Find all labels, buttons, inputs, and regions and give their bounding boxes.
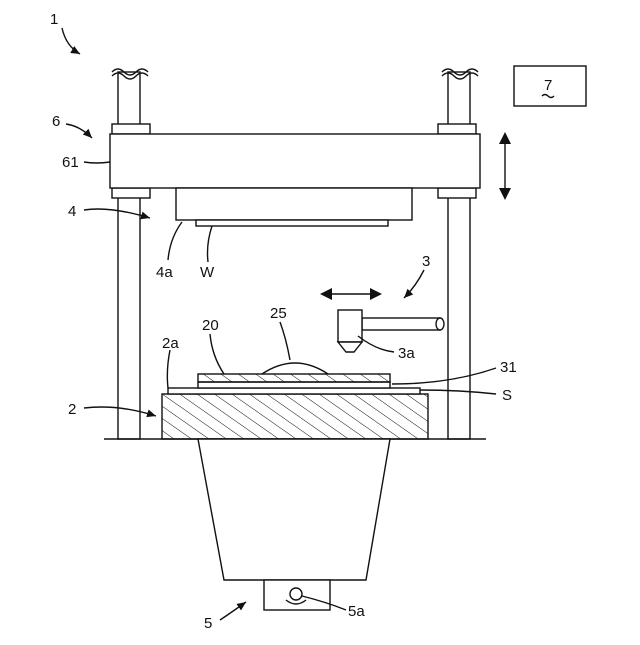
layer-20	[198, 374, 390, 382]
film-31	[198, 382, 390, 388]
collar-bottom-right	[438, 188, 476, 198]
label-bump-25: 25	[270, 305, 287, 322]
base-unit	[162, 394, 428, 439]
collar-top-left	[112, 124, 150, 134]
wafer-plate	[196, 220, 388, 226]
leader-5	[220, 602, 246, 620]
label-base-surface: 2a	[162, 335, 179, 352]
lower-part	[264, 580, 330, 610]
vertical-arrow-icon	[499, 132, 511, 200]
crossbeam	[110, 134, 480, 188]
label-frame: 6	[52, 113, 60, 130]
tool-tip	[338, 342, 362, 352]
leader-25	[280, 322, 290, 360]
leader-4a	[168, 222, 182, 260]
label-layer-20: 20	[202, 317, 219, 334]
bump-25	[262, 363, 328, 374]
leader-3	[404, 270, 424, 298]
leader-w	[208, 226, 213, 262]
collar-bottom-left	[112, 188, 150, 198]
label-head-unit: 4	[68, 203, 76, 220]
leader-6	[66, 124, 92, 138]
collar-top-right	[438, 124, 476, 134]
tool-arm	[362, 318, 440, 330]
label-head-surface: 4a	[156, 264, 173, 281]
leader-31	[392, 368, 496, 384]
label-wafer: W	[200, 264, 215, 281]
label-controller: 7	[544, 77, 552, 94]
label-apparatus: 1	[50, 11, 58, 28]
leader-3a	[358, 336, 394, 352]
leader-61	[84, 162, 110, 163]
label-tool-tip: 3a	[398, 345, 415, 362]
horizontal-arrow-icon	[320, 288, 382, 300]
label-lower-part: 5a	[348, 603, 365, 620]
leader-20	[210, 334, 224, 374]
tool-head	[338, 310, 362, 342]
label-lower-unit: 5	[204, 615, 212, 632]
label-crossbeam: 61	[62, 154, 79, 171]
sheet-s	[168, 388, 420, 394]
leader-2a	[167, 350, 170, 388]
label-base-unit: 2	[68, 401, 76, 418]
leader-1	[62, 28, 80, 54]
lower-unit	[198, 439, 390, 580]
label-film-31: 31	[500, 359, 517, 376]
label-sheet: S	[502, 387, 512, 404]
label-moving-unit: 3	[422, 253, 430, 270]
head-unit	[176, 188, 412, 220]
